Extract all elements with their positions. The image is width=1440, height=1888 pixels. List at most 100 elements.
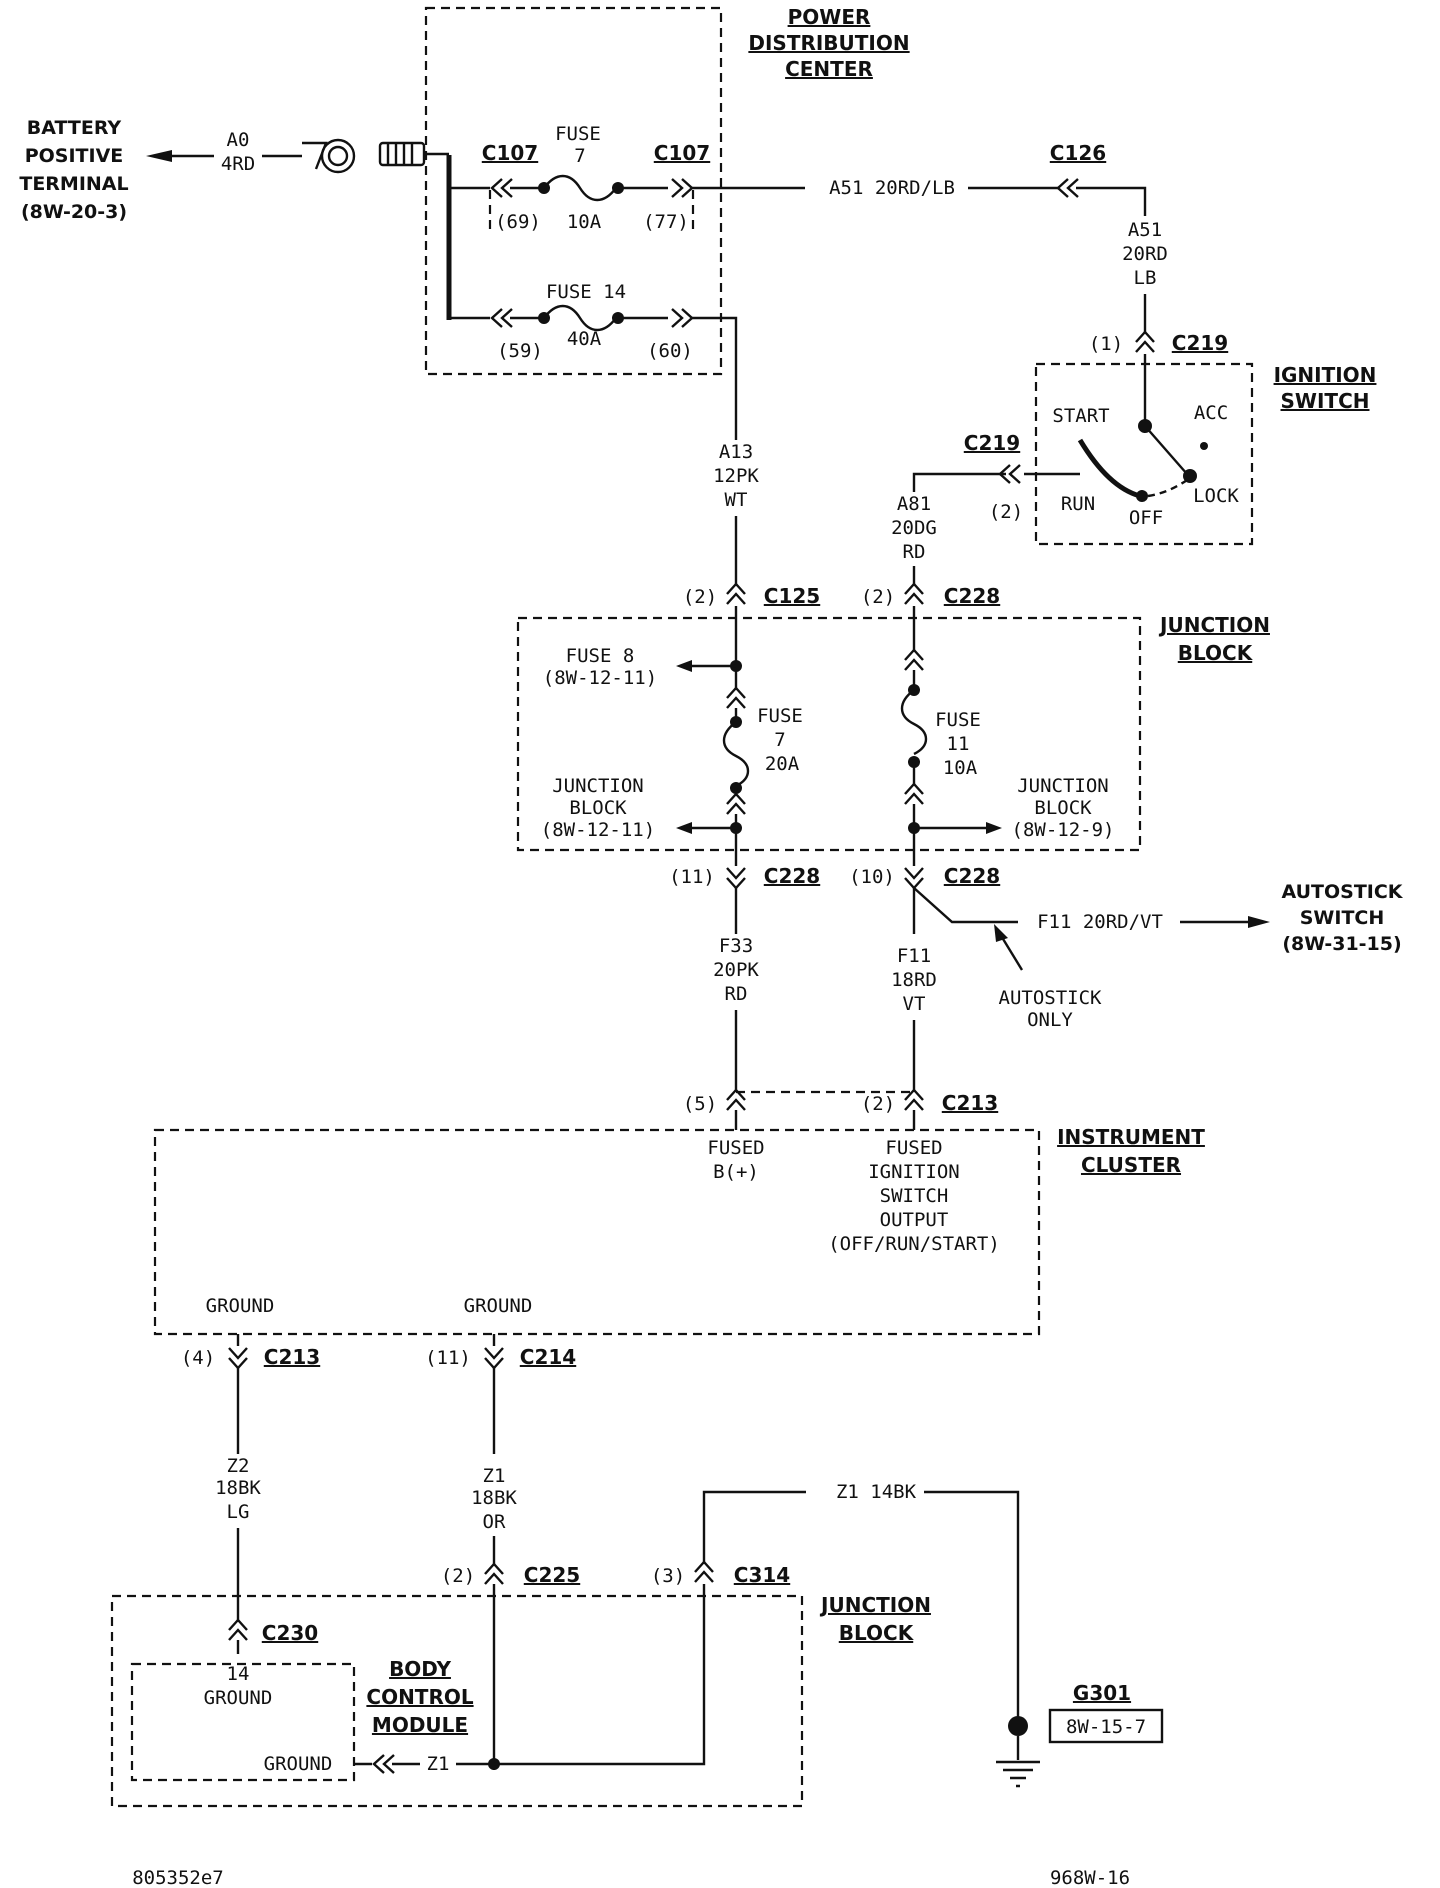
fuse7-jb-label-3: 20A [765,753,800,775]
z2-label-3: LG [227,1501,250,1523]
z1-cluster-label-3: OR [483,1511,506,1533]
autostick-arrow-icon [1248,916,1270,928]
cluster-ground-left: GROUND [206,1295,275,1317]
footer-right: 968W-16 [1050,1867,1130,1888]
c214-label: C214 [520,1345,576,1369]
fuse7-jb-label-2: 7 [774,729,785,751]
ignition-switch-title-1: IGNITION [1274,363,1377,387]
z2-label-2: 18BK [215,1477,261,1499]
a13-label-3: WT [725,489,748,511]
autostick-note-arrow-icon [994,924,1008,942]
autostick-note-1: AUTOSTICK [999,987,1103,1009]
a81-circuit: A81 20DG RD (2) C228 [861,493,1000,608]
a13-circuit: A13 12PK WT (2) C125 [683,316,820,608]
ignition-switch-contact-icon [1144,425,1188,475]
fuse7-jb-label-1: FUSE [757,705,803,727]
fuse7-pin-in: (69) [495,211,541,233]
z1-ground-label: Z1 14BK [836,1481,917,1503]
f33-circuit: (11) C228 F33 20PK RD (5) [669,864,820,1130]
start-run-arc [1077,438,1141,499]
z2-circuit: (4) C213 Z2 18BK LG C230 [181,1334,320,1654]
jb-ref-left-1: JUNCTION [552,775,644,797]
ground-splice-icon [1008,1716,1028,1736]
battery-arrow-icon [146,150,172,162]
f11-label-3: VT [903,993,926,1015]
fuse7-jb-icon [722,721,750,788]
instrument-cluster-title-1: INSTRUMENT [1057,1125,1205,1149]
power-distribution-center: POWER DISTRIBUTION CENTER C107 C107 FUSE… [378,5,910,376]
fused-ign-label-1: FUSED [885,1137,942,1159]
fused-ign-label-3: SWITCH [880,1185,949,1207]
bcm-title-2: CONTROL [366,1685,473,1709]
a0-wire-label-2: 4RD [221,153,255,175]
g301-ref: 8W-15-7 [1066,1716,1146,1738]
battery-label-2: POSITIVE [25,145,124,167]
f33-label-3: RD [725,983,748,1005]
c228-c-label: C228 [944,864,1000,888]
fuse7-pdc-icon [543,174,617,202]
c126-label: C126 [1050,141,1106,165]
ignition-switch-title-2: SWITCH [1281,389,1370,413]
fuse14-pdc-label: FUSE 14 [546,281,626,303]
ignition-switch: IGNITION SWITCH START ACC RUN OFF LOCK C… [912,362,1377,546]
c214-pin: (11) [425,1347,471,1369]
f33-label-2: 20PK [713,959,759,981]
junction-block-top-outline [516,616,1142,852]
ignition-pos-start: START [1052,405,1109,427]
fuse7-pdc-rating: 10A [567,211,602,233]
z1-cluster-label-2: 18BK [471,1487,517,1509]
ignition-switch-outline [1034,362,1254,546]
autostick-title-3: (8W-31-15) [1282,933,1401,955]
jb-left-arrow-icon [676,822,692,834]
autostick-note-2: ONLY [1027,1009,1073,1031]
fuse8-arrow-icon [676,660,692,672]
fuse14-pdc-rating: 40A [567,328,602,350]
ignition-pos-off: OFF [1129,507,1163,529]
fuse14-pin-out: (60) [647,340,693,362]
c228-b-label: C228 [764,864,820,888]
pdc-title-2: DISTRIBUTION [748,31,909,55]
c125-pin: (2) [683,586,717,608]
c225-label: C225 [524,1563,580,1587]
ring-terminal-icon [302,141,328,170]
c219-side-label: C219 [964,431,1020,455]
c219-top-pin: (1) [1089,333,1123,355]
junction-block-bottom-title-2: BLOCK [839,1621,915,1645]
c219-top-label: C219 [1172,331,1228,355]
jb-ref-left-2: BLOCK [569,797,627,819]
c213-b-pin: (2) [861,1093,895,1115]
c228-c-pin: (10) [849,866,895,888]
bcm-title-1: BODY [389,1657,451,1681]
cluster-ground-right: GROUND [464,1295,533,1317]
fuse7-pdc-label-a: FUSE [555,123,601,145]
fuse11-jb-label-2: 11 [947,733,970,755]
fused-ign-label-2: IGNITION [868,1161,960,1183]
g301-ref-box [1048,1708,1164,1744]
fused-ign-label-5: (OFF/RUN/START) [828,1233,1000,1255]
z1-bcm-label: Z1 [427,1753,450,1775]
c228-b-pin: (11) [669,866,715,888]
instrument-cluster-outline [153,1128,1041,1336]
f11-label-2: 18RD [891,969,937,991]
junction-block-bottom-outline [110,1594,804,1808]
bcm-outline [130,1662,356,1782]
jb-ref-right-2: BLOCK [1034,797,1092,819]
c107-right-label: C107 [654,141,710,165]
c228-a-label: C228 [944,584,1000,608]
jb-ref-right-3: (8W-12-9) [1012,819,1115,841]
fused-ign-label-4: OUTPUT [880,1209,949,1231]
fuse8-ref-1: FUSE 8 [566,645,635,667]
fuse11-jb-label-1: FUSE [935,709,981,731]
fused-b-label-1: FUSED [707,1137,764,1159]
ignition-pos-run: RUN [1061,493,1095,515]
f33-label-1: F33 [719,935,753,957]
a0-wire-label-1: A0 [227,129,250,151]
z1-cluster-circuit: (11) C214 Z1 18BK OR (2) C225 [425,1334,580,1770]
fuse11-jb-icon [900,689,928,756]
battery-stud [378,141,426,167]
c107-left-label: C107 [482,141,538,165]
junction-block-top-title-1: JUNCTION [1158,613,1270,637]
a81-label-1: A81 [897,493,931,515]
c225-pin: (2) [441,1565,475,1587]
